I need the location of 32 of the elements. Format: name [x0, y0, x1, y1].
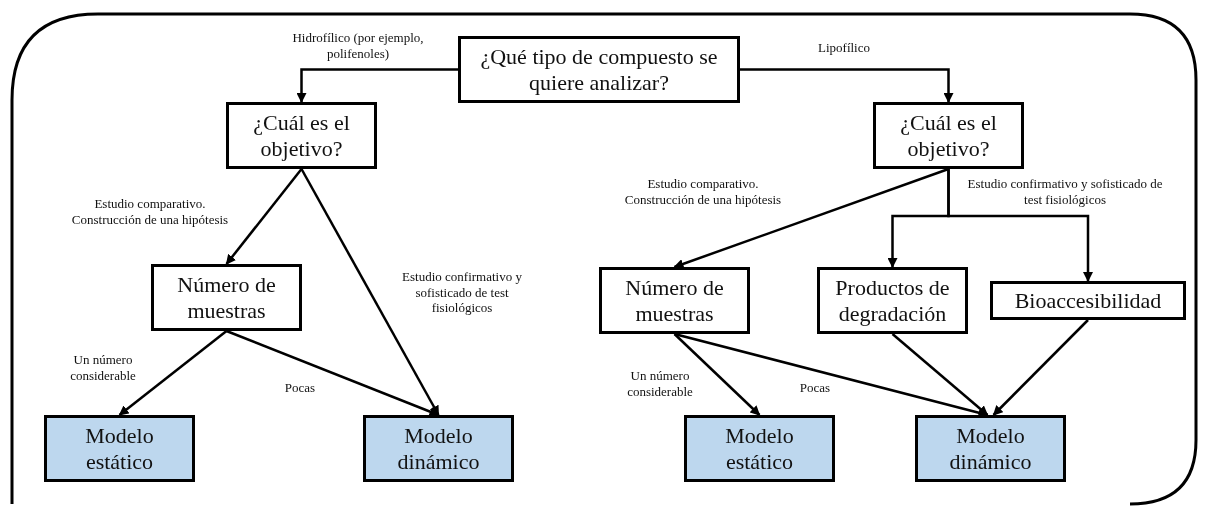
arrow	[300, 168, 440, 416]
node-text: ¿Cuál es el objetivo?	[252, 110, 351, 161]
arrow	[673, 167, 949, 269]
node-text: Número de muestras	[624, 275, 725, 326]
process-box	[363, 415, 514, 482]
node-text: Número de muestras	[176, 272, 277, 323]
arrow	[891, 333, 989, 416]
node-text: Bioaccesibilidad	[1014, 287, 1162, 314]
node-text: Modelo estático	[84, 423, 155, 474]
process-box	[684, 415, 835, 482]
arrow	[947, 169, 1093, 282]
node-text: Modelo dinámico	[396, 423, 481, 474]
node-text: Modelo estático	[724, 423, 795, 474]
process-box	[151, 264, 302, 331]
process-box	[990, 281, 1186, 320]
arrow	[225, 168, 303, 265]
node-text: ¿Qué tipo de compuesto se quiere analizar?	[479, 44, 719, 95]
arrow	[673, 333, 761, 416]
process-box	[599, 267, 750, 334]
node-text: Modelo dinámico	[948, 423, 1033, 474]
arrow	[740, 68, 954, 103]
process-box	[44, 415, 195, 482]
process-box	[873, 102, 1024, 169]
node-text: ¿Cuál es el objetivo?	[899, 110, 998, 161]
process-box	[226, 102, 377, 169]
arrow	[992, 319, 1089, 416]
arrow	[118, 330, 228, 416]
arrow	[296, 68, 458, 103]
process-box	[817, 267, 968, 334]
process-box	[458, 36, 740, 103]
node-text: Productos de degradación	[834, 275, 951, 326]
process-box	[915, 415, 1066, 482]
